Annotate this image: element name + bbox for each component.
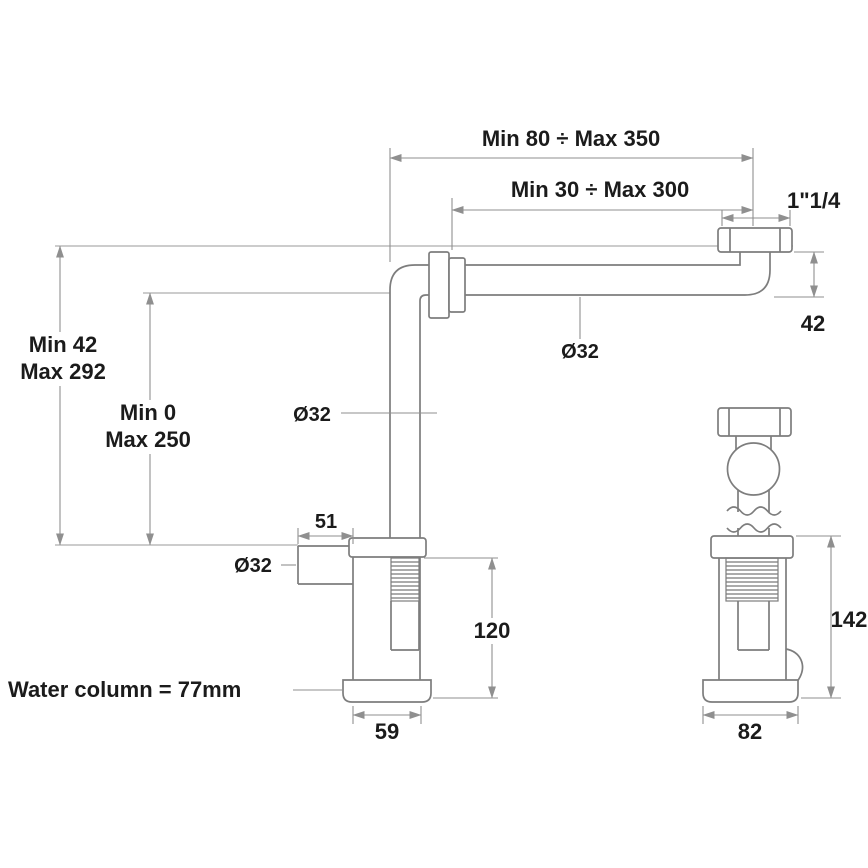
wall-pipe-inner-edge	[419, 252, 771, 557]
dim-left-outer-max-label: Max 292	[20, 359, 106, 384]
label-mask	[96, 400, 204, 454]
dia-inlet-label: Ø32	[234, 555, 272, 577]
side-pipe-stub	[735, 436, 772, 450]
label-mask	[12, 332, 116, 386]
wall-pipe-outer-edge	[389, 252, 741, 557]
dip-tube	[390, 601, 420, 651]
dim-left-outer-min-label: Min 42	[29, 332, 97, 357]
dim-mid-span-label: Min 30 ÷ Max 300	[511, 177, 689, 202]
side-outlet-nut	[717, 407, 792, 437]
joint-ball	[726, 442, 781, 496]
water-column-label: Water column = 77mm	[8, 677, 241, 702]
side-view	[702, 407, 804, 703]
dim-side-height-label: 142	[831, 607, 868, 632]
compression-nut-ring	[448, 257, 466, 313]
threaded-section	[390, 556, 420, 602]
side-threaded-section	[725, 557, 779, 602]
dim-side-height	[796, 535, 841, 699]
dim-inlet-length-label: 51	[315, 511, 337, 533]
dim-inlet-length	[297, 528, 354, 544]
dim-top-span	[389, 148, 754, 262]
dim-body-width-label: 59	[375, 719, 399, 744]
dim-thread-size	[721, 210, 791, 226]
side-trap-top-nut	[710, 535, 794, 559]
dim-side-width	[702, 706, 799, 724]
dia-horizontal-label: Ø32	[561, 341, 599, 363]
dim-left-inner-min-label: Min 0	[120, 400, 176, 425]
dim-body-width	[352, 706, 422, 724]
break-gap	[732, 512, 770, 528]
side-dip-tube	[737, 601, 770, 651]
dim-mid-span	[451, 198, 754, 250]
break-line-lower	[726, 523, 782, 533]
inlet-pipe	[297, 545, 353, 585]
break-line-upper	[726, 506, 782, 516]
reference-lines	[55, 245, 793, 546]
front-view	[297, 227, 793, 703]
wall-outlet-nut	[717, 227, 793, 253]
trap-bottom-cap	[342, 679, 432, 703]
trap-top-nut	[348, 537, 427, 558]
dim-left-inner-max-label: Max 250	[105, 427, 191, 452]
dim-body-height-label: 120	[474, 618, 511, 643]
dim-drop-right-label: 42	[801, 311, 825, 336]
dim-side-width-label: 82	[738, 719, 762, 744]
dim-top-span-label: Min 80 ÷ Max 350	[482, 126, 660, 151]
thread-size-label: 1"1/4	[787, 188, 841, 213]
label-mask	[470, 618, 515, 644]
compression-nut	[428, 251, 450, 319]
side-bottom-cap	[702, 679, 799, 703]
dim-drop-right	[774, 251, 824, 298]
dia-vertical-label: Ø32	[293, 404, 331, 426]
